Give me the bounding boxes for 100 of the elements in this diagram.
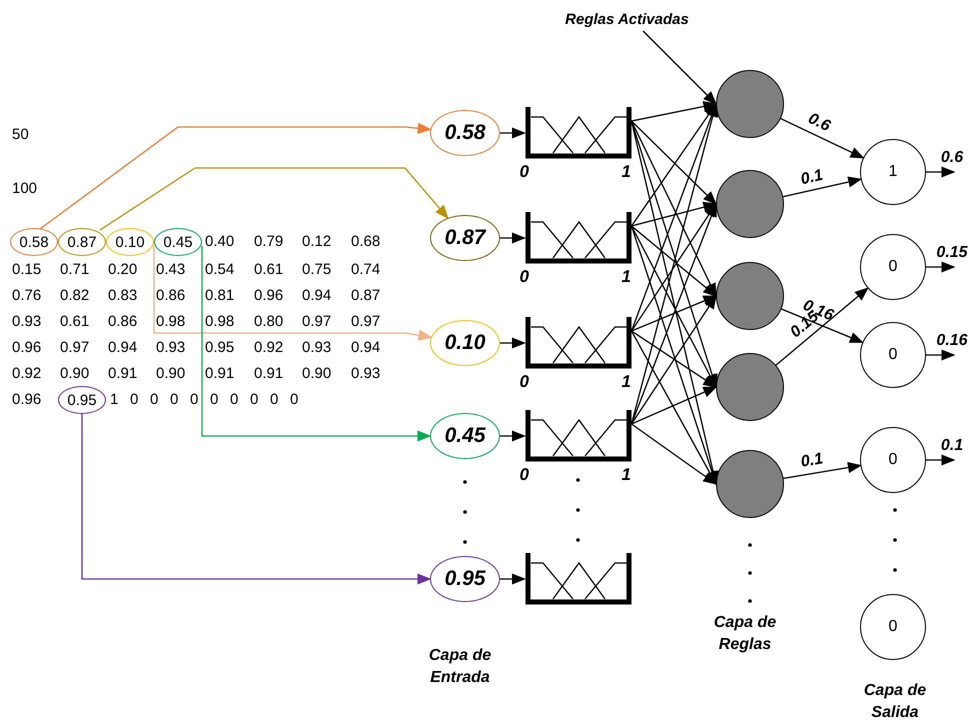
matrix-value: 0.98 [156,313,186,331]
arrow [500,337,526,349]
matrix-value: 0.96 [12,339,42,357]
matrix-value: 0.96 [254,287,284,305]
arrow [783,462,862,480]
layer-caption: Capa de Salida [862,681,928,723]
weight-label: 0.6 [804,110,833,136]
input-value-ellipse: 0.45 [430,413,500,459]
matrix-value: 0.93 [351,365,380,383]
axis-label: 100 [12,180,38,198]
arrow [40,122,432,230]
input-value-ellipse: 0.10 [430,320,500,366]
axis-label: 0 [520,163,529,181]
membership-function-box [524,553,632,605]
arrow [631,295,718,332]
annotation-text: Reglas Activadas [547,9,707,31]
matrix-value: 0.87 [351,287,380,305]
arrow [500,430,526,442]
axis-label: 0 [520,268,529,286]
arrow [631,101,718,122]
axis-label: 1 [622,163,631,181]
circled-value: 0.10 [106,228,154,256]
matrix-value: 0.94 [108,339,138,357]
weight-label: 0.6 [940,149,964,167]
arrow [500,232,526,244]
matrix-value: 0 [210,391,218,409]
matrix-value: 0.94 [302,287,332,305]
axis-label: 0 [520,373,529,391]
matrix-value: 0.97 [351,313,380,331]
matrix-value: 0.86 [156,287,186,305]
arrow [631,386,718,425]
layer-caption: Capa de Reglas [712,613,778,655]
matrix-value: 0.75 [302,261,332,279]
circled-value: 0.87 [58,228,106,256]
arrow [926,454,956,466]
output-node-circle: 0 [860,234,926,300]
matrix-value: 0.91 [205,365,234,383]
weight-label: 0.1 [798,166,824,190]
weight-label: 0.1 [940,437,964,455]
matrix-value: 0 [150,391,158,409]
arrow [631,330,718,388]
matrix-value: 0 [190,391,198,409]
membership-function-box [524,317,632,369]
arrow [153,246,432,341]
arrow [500,127,526,139]
arrow [780,118,864,158]
arrow [776,287,869,366]
arrow [630,330,717,486]
matrix-value: 0 [250,391,258,409]
membership-function-box [524,212,632,264]
matrix-value: 0.94 [351,339,380,357]
matrix-value: 0.86 [108,313,138,331]
matrix-value: 0.96 [12,391,42,409]
matrix-value: 0.90 [60,365,90,383]
input-value-ellipse: 0.58 [430,110,500,156]
matrix-value: 0.91 [254,365,284,383]
circled-value: 0.95 [58,386,106,414]
arrow [783,176,862,198]
axis-label: 1 [622,268,631,286]
matrix-value: 0.76 [12,287,42,305]
arrow [630,294,717,424]
matrix-value: 0.92 [254,339,284,357]
arrow [926,349,956,361]
input-value-ellipse: 0.95 [430,556,500,602]
weight-label: 0.16 [936,332,968,350]
axis-label: 0 [520,466,529,484]
arrow [631,423,718,485]
arrow [642,30,717,105]
arrow [631,202,718,227]
matrix-value: 1 [110,391,118,409]
matrix-value: 0.92 [12,365,42,383]
matrix-value: 0.90 [302,365,332,383]
matrix-value: 0 [230,391,238,409]
matrix-value: 0.43 [156,261,186,279]
matrix-value: 0.83 [108,287,138,305]
circled-value: 0.45 [154,228,202,256]
matrix-value: 0.40 [205,233,234,251]
matrix-value: 0.71 [60,261,90,279]
arrow [926,166,956,178]
matrix-value: 0.79 [254,233,284,251]
output-node-circle: 1 [860,139,926,205]
arrow [81,414,432,585]
axis-label: 1 [622,466,631,484]
membership-function-box [524,107,632,159]
weight-label: 0.15 [936,244,968,262]
arrow [631,120,717,205]
output-node-circle: 0 [860,322,926,388]
matrix-value: 0.61 [60,313,90,331]
input-value-ellipse: 0.87 [430,215,500,261]
arrow [631,226,718,297]
matrix-value: 0 [170,391,178,409]
layer-caption: Capa de Entrada [428,646,492,688]
matrix-value: 0 [290,391,298,409]
matrix-value: 0.93 [302,339,332,357]
matrix-value: 0.93 [156,339,186,357]
matrix-value: 0.68 [351,233,380,251]
arrow [926,261,956,273]
arrow [201,246,432,442]
matrix-value: 0.20 [108,261,138,279]
arrow [500,573,526,585]
